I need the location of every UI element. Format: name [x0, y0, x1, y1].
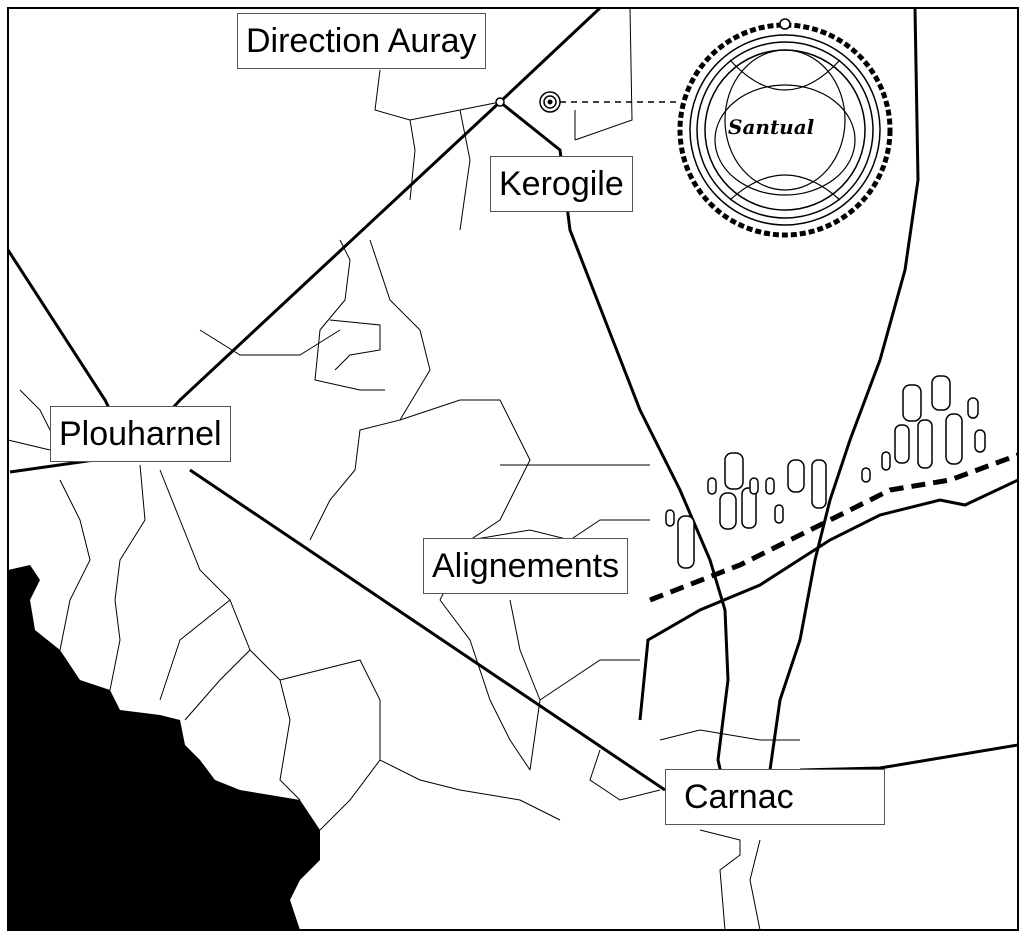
alignements-trail [649, 452, 1019, 603]
sanctuary-marker-icon [539, 91, 680, 113]
santual-logo [677, 18, 893, 238]
label-carnac: Carnac [665, 769, 885, 825]
label-alignements: Alignements [423, 538, 629, 594]
minor-roads [7, 7, 800, 931]
main-roads [6, 6, 1019, 792]
map-frame [7, 7, 1019, 931]
sea-coast [8, 565, 320, 930]
logo-text: Santual [728, 115, 815, 139]
menhir-stones [665, 375, 986, 569]
label-kerogile: Kerogile [490, 156, 633, 212]
label-direction-auray: Direction Auray [237, 13, 486, 69]
label-plouharnel: Plouharnel [50, 406, 231, 462]
